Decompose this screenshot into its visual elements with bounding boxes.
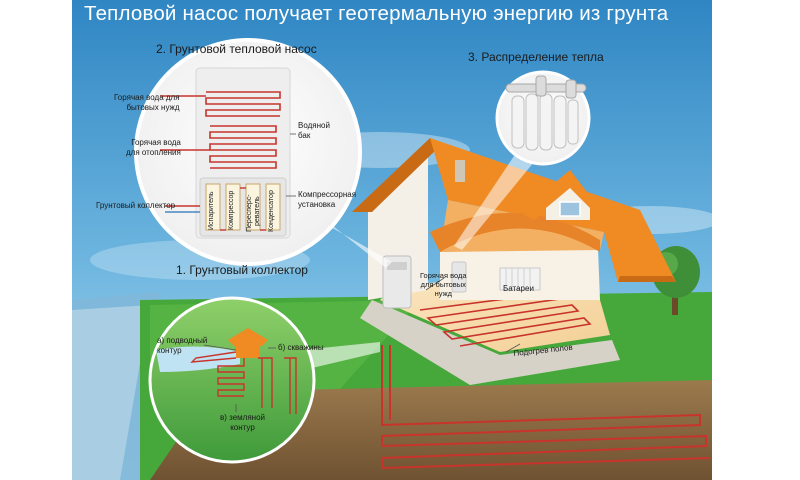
pump-callout-beam bbox=[300, 200, 392, 268]
radiator-closeup bbox=[511, 93, 579, 151]
left-band bbox=[0, 0, 72, 480]
label-regulator-1: Пересперс- bbox=[246, 194, 253, 232]
distribution-callout-beam bbox=[454, 150, 534, 250]
leader-lines bbox=[203, 133, 521, 412]
collector-loops bbox=[190, 351, 297, 414]
label-compressor: Компрессор bbox=[228, 190, 235, 230]
label-wells: б) скважины bbox=[278, 343, 324, 352]
label-hot-water-domestic: Горячая вода для бытовых нужд bbox=[114, 93, 180, 112]
dormer-window bbox=[559, 201, 581, 217]
chimney bbox=[455, 160, 465, 182]
collector-callout-beam bbox=[302, 342, 380, 368]
components-panel bbox=[199, 177, 287, 237]
mini-house-roof bbox=[228, 328, 268, 346]
component-boxes bbox=[205, 183, 281, 231]
roof-left bbox=[352, 138, 440, 212]
label-ground-collector: Грунтовый коллектор bbox=[96, 201, 176, 210]
label-compressor-unit: Компрессорная установка bbox=[298, 190, 357, 209]
section-heading-pump: 2. Грунтовой тепловой насос bbox=[156, 42, 317, 56]
house-base bbox=[360, 300, 620, 385]
label-house-hot-water: Горячая вода для бытовых нужд bbox=[420, 271, 467, 298]
section-heading-collector: 1. Грунтовый коллектор bbox=[176, 263, 308, 277]
tank-coils bbox=[160, 91, 281, 169]
label-evaporator: Испаритель bbox=[208, 191, 215, 230]
label-underwater-loop: а) подводный контур bbox=[157, 336, 208, 355]
radiator-pipes bbox=[505, 75, 587, 99]
label-earth-loop: в) земляной контур bbox=[220, 413, 265, 432]
section-heading-distribution: 3. Распределение тепла bbox=[468, 50, 604, 64]
ground-pipes bbox=[381, 345, 711, 470]
tree-trunk bbox=[672, 285, 678, 315]
radiator bbox=[499, 267, 541, 291]
label-hot-water-heating: Горячая вода для отопления bbox=[126, 138, 181, 157]
water-shade bbox=[72, 305, 150, 480]
label-condenser: Конденсатор bbox=[268, 190, 275, 232]
label-batteries: Батареи bbox=[503, 284, 534, 293]
label-regulator-2: реватель bbox=[254, 196, 261, 226]
page-title: Тепловой насос получает геотермальную эн… bbox=[84, 2, 669, 25]
right-band bbox=[712, 0, 800, 480]
collector-circle bbox=[148, 296, 316, 464]
mini-house-wall bbox=[236, 346, 260, 358]
label-water-tank: Водяной бак bbox=[298, 121, 330, 140]
water-heater bbox=[451, 261, 467, 293]
